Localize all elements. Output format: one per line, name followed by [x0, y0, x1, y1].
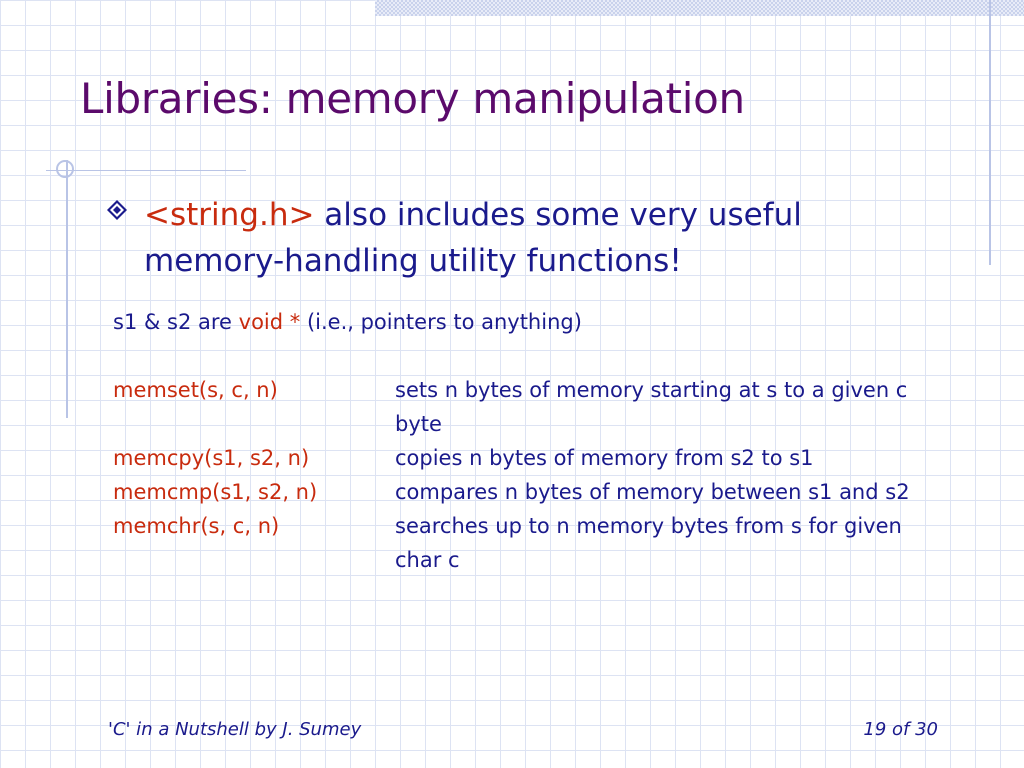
function-name: memcpy(s1, s2, n)	[113, 446, 310, 470]
diamond-icon	[107, 200, 127, 220]
pointer-note-prefix: s1 & s2 are	[113, 310, 239, 334]
function-name: memset(s, c, n)	[113, 378, 278, 402]
function-name: memchr(s, c, n)	[113, 514, 280, 538]
table-row: memchr(s, c, n) searches up to n memory …	[113, 509, 925, 577]
left-decorative-rule	[46, 170, 246, 171]
left-decorative-line	[66, 160, 68, 418]
table-row: memcpy(s1, s2, n) copies n bytes of memo…	[113, 441, 925, 475]
pointer-note-suffix: (i.e., pointers to anything)	[300, 310, 582, 334]
bullet-line-1-rest: also includes some very useful	[314, 197, 802, 233]
bullet-line-1: <string.h> also includes some very usefu…	[108, 192, 948, 238]
footer-credit: 'C' in a Nutshell by J. Sumey	[108, 719, 362, 740]
table-row: memset(s, c, n) sets n bytes of memory s…	[113, 373, 925, 441]
function-table: memset(s, c, n) sets n bytes of memory s…	[113, 373, 925, 577]
function-description: copies n bytes of memory from s2 to s1	[395, 446, 814, 470]
main-bullet: <string.h> also includes some very usefu…	[107, 192, 948, 284]
page-number: 19 of 30	[863, 719, 938, 740]
function-description: searches up to n memory bytes from s for…	[395, 514, 902, 572]
decorative-circle	[56, 160, 74, 178]
top-decorative-band	[375, 0, 1024, 16]
function-name: memcmp(s1, s2, n)	[113, 480, 318, 504]
void-pointer-type: void *	[238, 310, 301, 334]
right-decorative-line	[989, 0, 991, 265]
function-description: compares n bytes of memory between s1 an…	[395, 480, 910, 504]
function-description: sets n bytes of memory starting at s to …	[395, 378, 908, 436]
bullet-line-2: memory-handling utility functions!	[144, 243, 682, 279]
slide-title: Libraries: memory manipulation	[80, 74, 745, 123]
table-row: memcmp(s1, s2, n) compares n bytes of me…	[113, 475, 925, 509]
pointer-note: s1 & s2 are void * (i.e., pointers to an…	[113, 306, 582, 338]
string-header: <string.h>	[144, 197, 315, 233]
